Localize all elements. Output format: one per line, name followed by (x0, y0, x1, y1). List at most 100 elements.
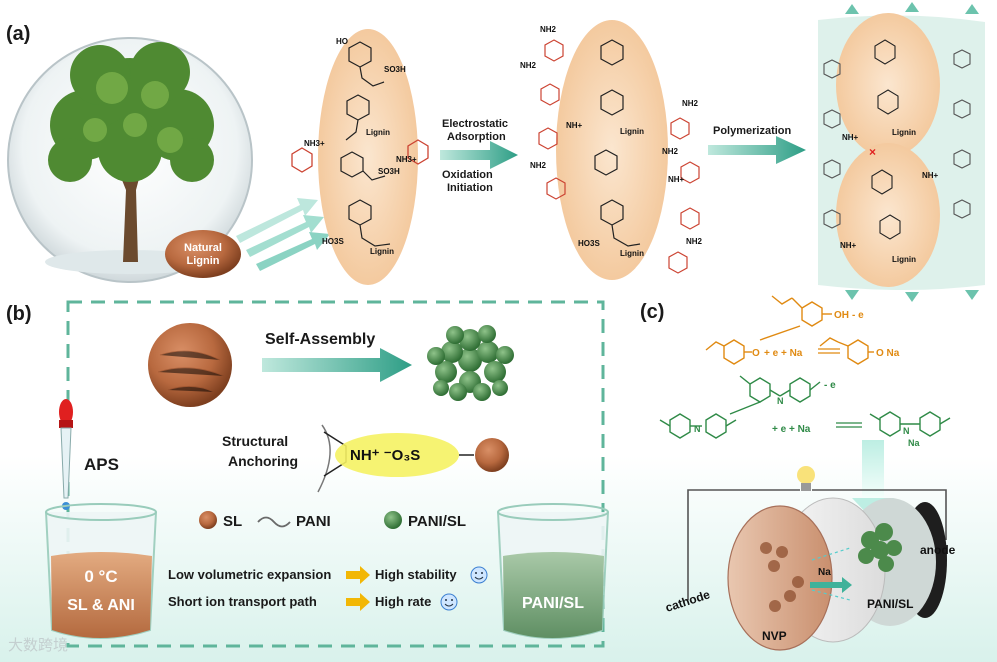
pani-sl-composite: Lignin Lignin × NH+ NH+ NH+ (818, 2, 985, 302)
lignin-text-1: Lignin (366, 128, 390, 137)
watermark: 大数跨境 (8, 636, 68, 654)
minus-e-1: - e (852, 310, 864, 321)
nh-plus-3: NH+ (842, 133, 859, 142)
panel-b-legend: SL PANI PANI/SL (199, 511, 466, 530)
aps-dropper: APS (59, 399, 119, 510)
nh3-label-right: NH3+ (396, 155, 417, 164)
step1-line-2: Adsorption (447, 131, 506, 143)
n-imine: N (694, 424, 701, 434)
structural-anchoring: Structural Anchoring NH⁺ ⁻O₃S (222, 424, 509, 493)
beaker-right-name: PANI/SL (522, 595, 584, 612)
quinone-o: O (752, 348, 760, 359)
nh2-left: NH2 (520, 61, 537, 70)
hoos-group: HO3S (322, 237, 344, 246)
nh-plus-so3: NH⁺ ⁻O₃S (350, 447, 420, 464)
benefit1-cause: Low volumetric expansion (168, 567, 331, 582)
legend-sl: SL (223, 513, 242, 530)
step1-line-1: Electrostatic (442, 118, 508, 130)
step1b-line-1: Oxidation (442, 169, 493, 181)
so3h-group-1: SO3H (384, 65, 406, 74)
down-arrow (862, 440, 884, 500)
nh-plus-1: NH+ (566, 121, 583, 130)
nh-plus-4: NH+ (840, 241, 857, 250)
beaker-left-name: SL & ANI (67, 597, 135, 614)
panel-a: (a) (6, 2, 985, 302)
smiley-icon (470, 566, 488, 584)
lignin-text-3: Lignin (620, 127, 644, 136)
na-on-n: Na (908, 438, 920, 448)
plus-e-na-2: + e + Na (772, 424, 811, 435)
panel-b-label: (b) (6, 303, 32, 325)
self-assembly-label: Self-Assembly (265, 331, 375, 348)
benefit1-arrow (346, 566, 370, 584)
equilibrium-arrow-1 (818, 348, 840, 354)
anchoring-line-1: Structural (222, 433, 288, 449)
legend-pani-sl-swatch (384, 511, 402, 529)
n-na: N (903, 426, 910, 436)
oh-group: OH (834, 310, 849, 321)
legend-sl-swatch (199, 511, 217, 529)
smiley-icon (440, 593, 458, 611)
legend-pani: PANI (296, 513, 331, 530)
benefit1-effect: High stability (375, 567, 457, 582)
lignin-text-5: Lignin (892, 128, 916, 137)
battery-circuit (687, 489, 947, 600)
benefit2-cause: Short ion transport path (168, 594, 317, 609)
beaker-left-temp: 0 °C (84, 567, 117, 586)
anode-label: anode (920, 543, 956, 557)
nh2-left-2: NH2 (530, 161, 547, 170)
adsorbed-blob: Lignin Lignin HO3S (556, 20, 668, 280)
phenol-redox (705, 295, 874, 365)
anilinium-left: NH3+ (291, 139, 325, 173)
pani-sl-cell-label: PANI/SL (867, 597, 913, 611)
arrow-adsorption: Electrostatic Adsorption Oxidation Initi… (440, 118, 518, 194)
o-na: O Na (876, 348, 900, 359)
nh2-top: NH2 (540, 25, 557, 34)
lignin-text-4: Lignin (620, 249, 644, 258)
legend-pani-sl: PANI/SL (408, 513, 466, 530)
aniline-chain-left (538, 39, 566, 200)
nh2-right-3: NH2 (686, 237, 703, 246)
nh3-label-left: NH3+ (304, 139, 325, 148)
anilinium-right: NH3+ (396, 139, 429, 165)
nh-plus-5: NH+ (922, 171, 939, 180)
beaker-right: PANI/SL (497, 503, 609, 639)
natural-lignin-badge: Natural Lignin (165, 230, 241, 278)
arrow-polymerization: Polymerization (708, 125, 806, 164)
nh-plus-2: NH+ (668, 175, 685, 184)
aniline-chain-right (668, 117, 700, 274)
plus-e-na-1: + e + Na (764, 348, 803, 359)
ho-group: HO (336, 37, 348, 46)
lignin-blob: HO SO3H Lignin SO3H HO3S Lignin (318, 29, 418, 285)
panel-a-label: (a) (6, 23, 30, 45)
anchoring-line-2: Anchoring (228, 453, 298, 469)
pani-sl-cluster (427, 325, 514, 401)
equilibrium-arrow-2 (836, 422, 862, 428)
lignin-text-2: Lignin (370, 247, 394, 256)
self-assembly-arrow: Self-Assembly (262, 331, 412, 382)
badge-line-1: Natural (184, 242, 222, 254)
pani-redox (659, 375, 951, 439)
na-ion: Na (818, 567, 831, 578)
step1b-line-2: Initiation (447, 182, 493, 194)
nvp-label: NVP (762, 629, 787, 643)
nh2-right-2: NH2 (662, 147, 679, 156)
aps-label: APS (84, 455, 119, 474)
sl-sphere (148, 323, 232, 407)
nh-amine: N (777, 396, 784, 406)
step2-label: Polymerization (713, 125, 792, 137)
hoos-group-2: HO3S (578, 239, 600, 248)
minus-e-2: - e (824, 380, 836, 391)
badge-line-2: Lignin (187, 255, 220, 267)
panel-c-label: (c) (640, 301, 664, 323)
legend-pani-swatch (257, 516, 291, 528)
light-bulb-icon (797, 466, 815, 491)
benefits-list: Low volumetric expansion High stability … (168, 566, 488, 611)
beaker-left: 0 °C SL & ANI (45, 503, 157, 639)
lignin-text-6: Lignin (892, 255, 916, 264)
so3h-group-2: SO3H (378, 167, 400, 176)
tree-illustration (7, 37, 253, 283)
benefit2-effect: High rate (375, 594, 431, 609)
